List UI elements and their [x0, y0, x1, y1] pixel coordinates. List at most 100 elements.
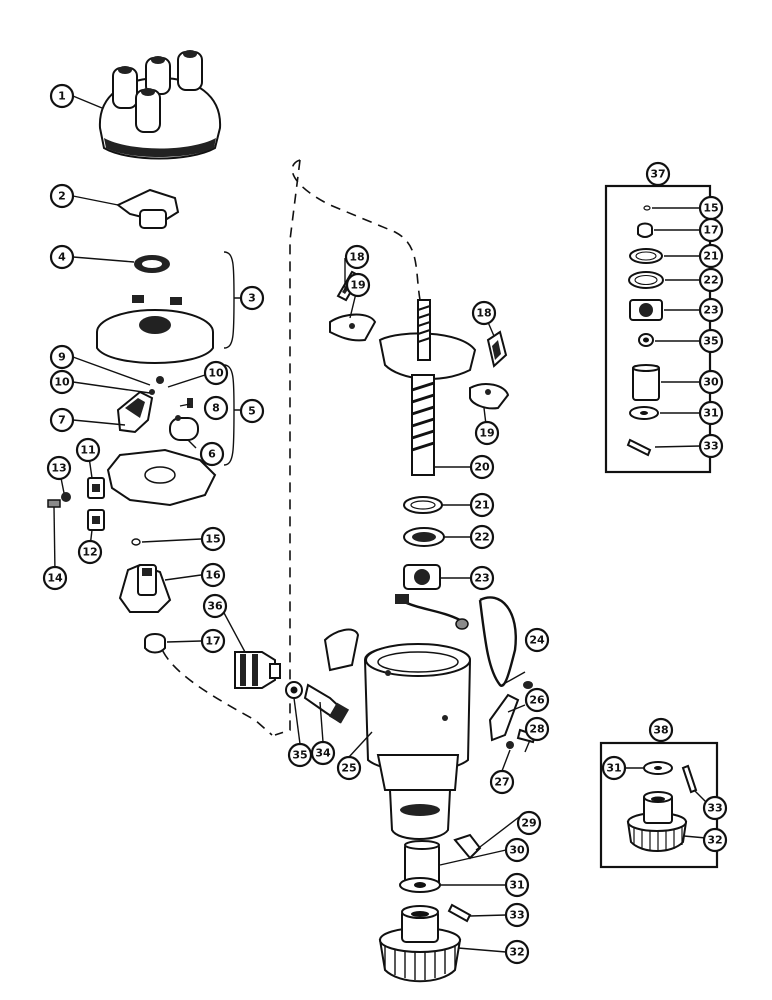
callout-15: 15	[200, 526, 226, 552]
svg-text:19: 19	[350, 279, 365, 292]
callout-36: 36	[202, 593, 228, 619]
svg-text:26: 26	[529, 694, 545, 707]
svg-text:34: 34	[315, 747, 331, 760]
kit-37-washer	[629, 248, 663, 264]
assembly-guide-line	[274, 159, 301, 736]
callout-5: 5	[239, 398, 265, 424]
svg-text:33: 33	[707, 802, 722, 815]
callout-24: 24	[524, 627, 550, 653]
svg-text:17: 17	[205, 635, 220, 648]
callout-19a: 19	[345, 272, 371, 298]
vacuum-fitting-part	[234, 651, 281, 689]
kit-37-clip	[643, 205, 651, 211]
callout-21: 21	[469, 492, 495, 518]
ground-clip-part	[453, 693, 537, 860]
kit-38-thrust-washer	[643, 761, 673, 775]
callout-3: 3	[239, 285, 265, 311]
breaker-plate-housing-part	[96, 295, 214, 364]
svg-text:3: 3	[248, 292, 256, 305]
adjuster-part	[303, 683, 350, 724]
bracket-3	[223, 251, 240, 349]
svg-text:10: 10	[208, 367, 224, 380]
svg-text:32: 32	[509, 946, 524, 959]
kit-37-item: 15	[698, 195, 724, 221]
callout-7: 7	[49, 407, 75, 433]
distributor-body-part	[323, 628, 472, 840]
kit-38-item: 33	[702, 795, 728, 821]
kit-38-box: 38 31 33 32	[599, 717, 728, 869]
kit-37-item: 22	[698, 267, 724, 293]
callout-35: 35	[287, 742, 313, 768]
svg-text:29: 29	[521, 817, 536, 830]
svg-text:23: 23	[474, 572, 489, 585]
svg-text:35: 35	[703, 335, 718, 348]
callout-14: 14	[42, 565, 68, 591]
svg-text:6: 6	[208, 448, 216, 461]
drive-housing-part	[118, 538, 172, 654]
thrust-washer-part	[403, 496, 443, 514]
kit-37-label: 37	[645, 161, 671, 187]
seal-part	[403, 527, 445, 547]
callout-4: 4	[49, 244, 75, 270]
callout-12: 12	[77, 539, 103, 565]
svg-text:18: 18	[476, 307, 491, 320]
rotor-part	[116, 188, 180, 229]
callout-31: 31	[504, 872, 530, 898]
callout-33: 33	[504, 902, 530, 928]
svg-text:2: 2	[58, 190, 66, 203]
kit-37-washer-small	[638, 333, 654, 347]
svg-text:21: 21	[703, 250, 718, 263]
kit-37-plug	[637, 222, 653, 238]
callout-18b: 18	[471, 300, 497, 326]
callout-26: 26	[524, 687, 550, 713]
thrust-washer-bottom-part	[399, 877, 441, 893]
svg-text:22: 22	[703, 274, 718, 287]
callout-28: 28	[524, 716, 550, 742]
callout-19b: 19	[474, 420, 500, 446]
svg-text:38: 38	[653, 724, 668, 737]
svg-text:13: 13	[51, 462, 66, 475]
callout-6: 6	[199, 441, 225, 467]
washer-part	[285, 681, 303, 699]
svg-text:8: 8	[212, 402, 220, 415]
svg-text:19: 19	[479, 427, 494, 440]
kit-38-item: 32	[702, 827, 728, 853]
svg-text:24: 24	[529, 634, 545, 647]
kit-37-bearing	[629, 299, 663, 321]
svg-text:37: 37	[650, 168, 665, 181]
callout-34: 34	[310, 740, 336, 766]
governor-weight-part	[329, 313, 510, 410]
svg-text:15: 15	[703, 202, 718, 215]
svg-text:7: 7	[58, 414, 66, 427]
svg-text:5: 5	[248, 405, 256, 418]
svg-text:9: 9	[58, 351, 66, 364]
kit-37-box: 37 15 17 21 22 23 35 30 31 33	[604, 161, 724, 474]
svg-text:11: 11	[80, 444, 95, 457]
svg-text:35: 35	[292, 749, 307, 762]
kit-38-drive-gear	[626, 791, 688, 852]
leader-lines	[53, 95, 531, 953]
kit-38-label: 38	[648, 717, 674, 743]
primary-wire-part	[395, 594, 533, 689]
svg-text:36: 36	[207, 600, 223, 613]
svg-text:31: 31	[703, 407, 718, 420]
svg-text:31: 31	[509, 879, 524, 892]
svg-text:14: 14	[47, 572, 63, 585]
callout-29: 29	[516, 810, 542, 836]
kit-37-item: 35	[698, 328, 724, 354]
bracket-5	[223, 364, 240, 466]
callout-1: 1	[49, 83, 75, 109]
kit-37-thrust-washer	[629, 406, 659, 420]
svg-text:32: 32	[707, 834, 722, 847]
svg-text:21: 21	[474, 499, 489, 512]
svg-text:30: 30	[703, 376, 719, 389]
callout-18a: 18	[344, 244, 370, 270]
svg-text:15: 15	[205, 533, 220, 546]
svg-text:1: 1	[58, 90, 66, 103]
callout-11: 11	[75, 437, 101, 463]
callout-13: 13	[46, 455, 72, 481]
kit-38-roll-pin	[681, 764, 698, 794]
kit-37-item: 17	[698, 217, 724, 243]
kit-37-seal	[628, 271, 664, 289]
